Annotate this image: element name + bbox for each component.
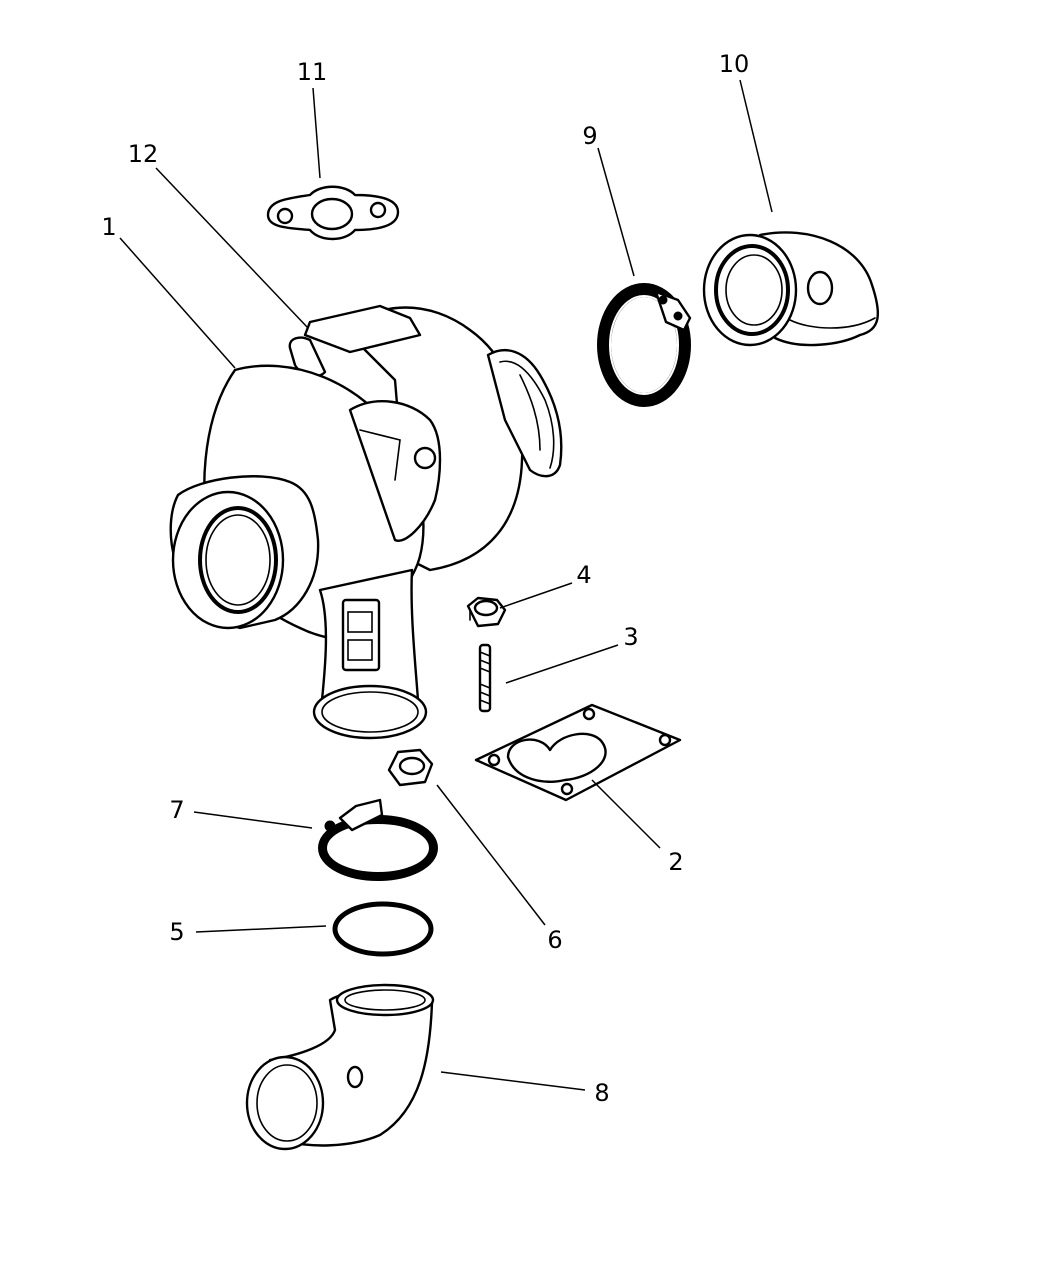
leader-2 <box>591 779 661 849</box>
callout-3: 3 <box>623 623 638 651</box>
leader-11 <box>312 87 321 179</box>
part-6-nut <box>387 748 434 787</box>
callout-4: 4 <box>576 561 591 589</box>
part-7-clamp <box>318 798 438 881</box>
callout-11: 11 <box>297 58 328 86</box>
part-4-nut <box>466 596 507 628</box>
leader-3 <box>505 644 619 684</box>
callout-2: 2 <box>668 848 683 876</box>
callout-6: 6 <box>547 926 562 954</box>
leader-5 <box>195 925 327 933</box>
part-1-turbocharger <box>169 304 563 740</box>
leader-12 <box>155 167 309 329</box>
part-11-oil-gasket <box>266 185 400 241</box>
callout-1: 1 <box>101 213 116 241</box>
part-10-outlet-elbow <box>702 231 879 347</box>
callout-labels: 1 2 3 4 5 6 7 8 9 10 11 12 <box>101 50 749 1107</box>
part-3-stud <box>478 643 492 713</box>
callout-5: 5 <box>169 918 184 946</box>
callout-7: 7 <box>169 796 184 824</box>
leader-1 <box>119 237 236 369</box>
callout-12: 12 <box>128 140 159 168</box>
part-5-oring <box>332 901 434 957</box>
callout-8: 8 <box>594 1079 609 1107</box>
leader-9 <box>597 147 635 277</box>
leader-lines <box>119 79 773 1091</box>
leader-4 <box>499 582 573 609</box>
leader-8 <box>440 1071 586 1091</box>
callout-10: 10 <box>719 50 750 78</box>
leader-6 <box>436 784 546 926</box>
part-8-elbow <box>245 983 435 1151</box>
leader-10 <box>739 79 773 213</box>
part-9-vband-clamp <box>597 283 692 407</box>
leader-7 <box>193 811 313 829</box>
part-2-inlet-gasket <box>474 703 682 802</box>
callout-9: 9 <box>582 122 597 150</box>
